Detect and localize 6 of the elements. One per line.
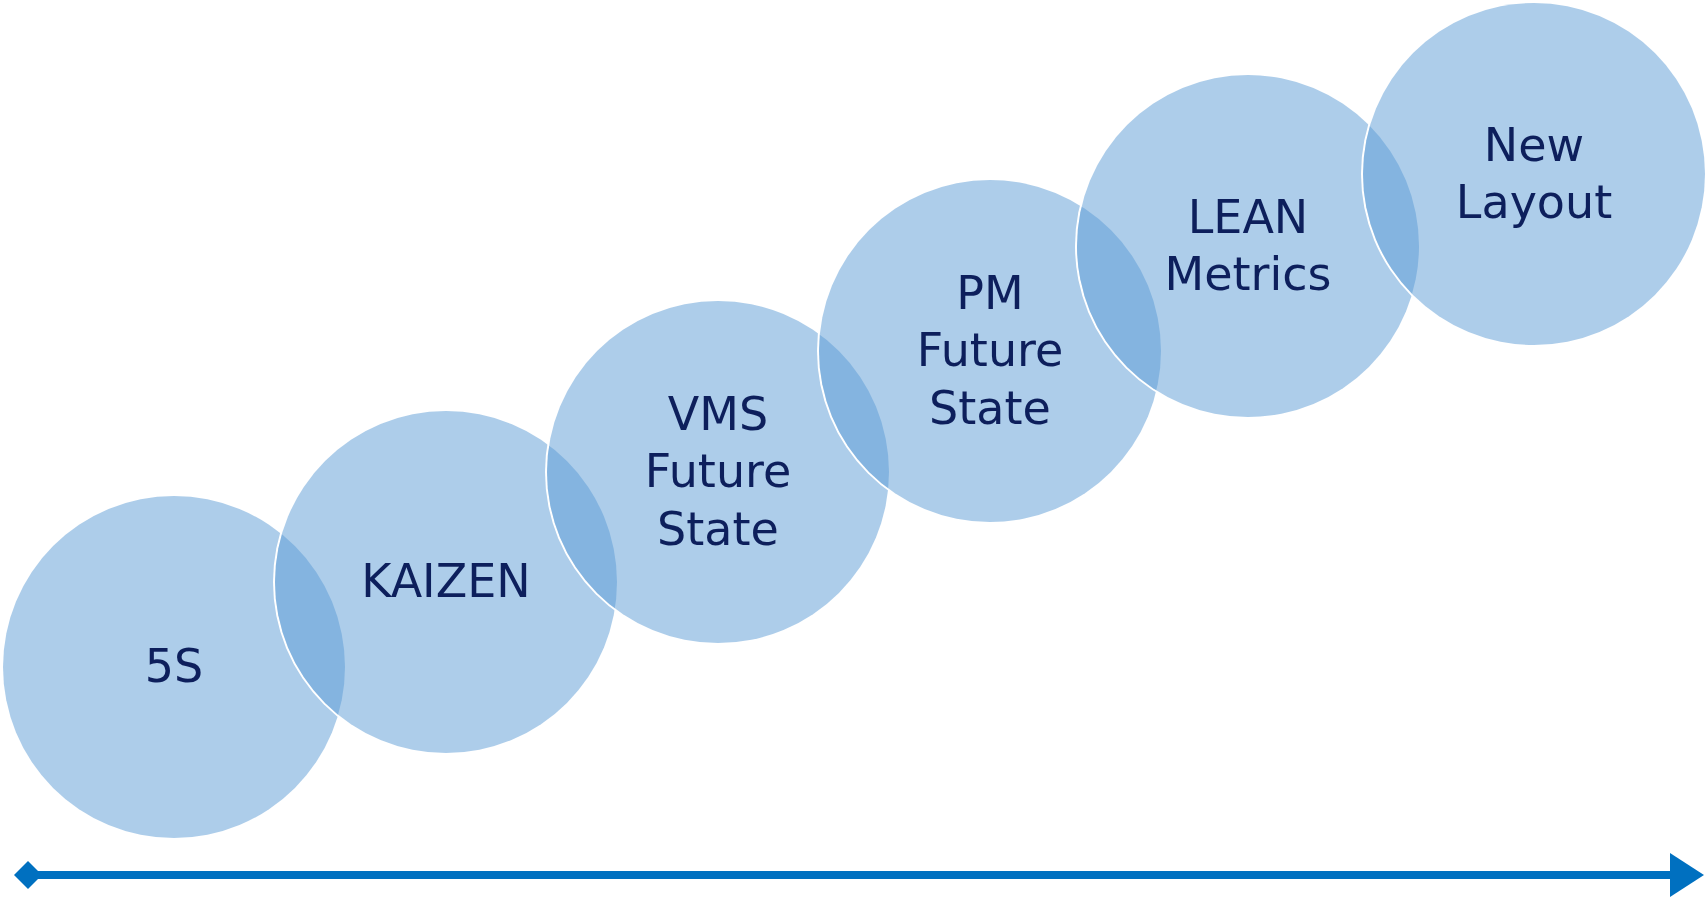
- circle-label: New Layout: [1454, 116, 1614, 231]
- circle-label: VMS Future State: [643, 385, 793, 558]
- circle-label: LEAN Metrics: [1163, 188, 1333, 303]
- circle-label: KAIZEN: [360, 553, 532, 611]
- circle-label: 5S: [143, 638, 205, 696]
- circle-label: PM Future State: [915, 264, 1065, 437]
